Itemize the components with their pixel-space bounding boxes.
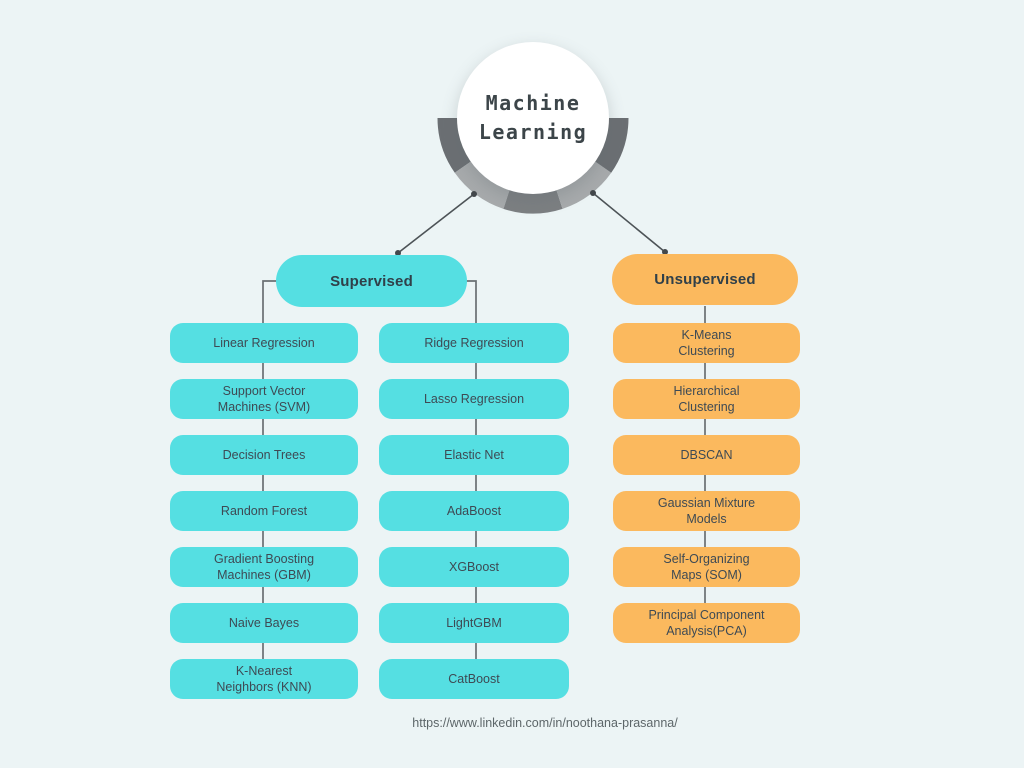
node-label: Support Vector Machines (SVM) <box>217 383 311 415</box>
connector-dot <box>590 190 596 196</box>
node-label: Linear Regression <box>213 335 315 350</box>
connector-hub-supervised <box>397 193 475 254</box>
node-k-means-clustering: K-Means Clustering <box>613 323 800 363</box>
node-label: Lasso Regression <box>423 391 525 406</box>
node-adaboost: AdaBoost <box>379 491 569 531</box>
node-label: K-Nearest Neighbors (KNN) <box>216 663 312 695</box>
node-principal-component-analysis: Principal Component Analysis(PCA) <box>613 603 800 643</box>
unsupervised-column: K-Means Clustering Hierarchical Clusteri… <box>613 323 800 643</box>
hub-circle: Machine Learning <box>457 42 609 194</box>
node-random-forest: Random Forest <box>170 491 358 531</box>
node-label: Hierarchical Clustering <box>673 383 740 415</box>
node-label: Principal Component Analysis(PCA) <box>648 607 765 639</box>
node-k-nearest-neighbors: K-Nearest Neighbors (KNN) <box>170 659 358 699</box>
branch-label-unsupervised: Unsupervised <box>654 271 756 288</box>
node-self-organizing-maps: Self-Organizing Maps (SOM) <box>613 547 800 587</box>
hub-branch-connectors <box>397 192 666 254</box>
hub-arc-segment <box>503 186 563 214</box>
node-label: Naive Bayes <box>228 615 300 630</box>
supervised-column-2: Ridge Regression Lasso Regression Elasti… <box>379 323 569 699</box>
node-lasso-regression: Lasso Regression <box>379 379 569 419</box>
node-label: DBSCAN <box>680 447 733 462</box>
node-decision-trees: Decision Trees <box>170 435 358 475</box>
node-hierarchical-clustering: Hierarchical Clustering <box>613 379 800 419</box>
node-label: K-Means Clustering <box>678 327 735 359</box>
branch-pill-unsupervised: Unsupervised <box>612 254 798 305</box>
branch-pill-supervised: Supervised <box>276 255 467 307</box>
node-catboost: CatBoost <box>379 659 569 699</box>
node-naive-bayes: Naive Bayes <box>170 603 358 643</box>
node-label: AdaBoost <box>446 503 502 518</box>
connector-dot <box>471 191 477 197</box>
node-gaussian-mixture-models: Gaussian Mixture Models <box>613 491 800 531</box>
connector-dot <box>395 250 401 256</box>
connector-dots <box>395 190 668 256</box>
spine-supervised-col2 <box>466 280 477 679</box>
node-xgboost: XGBoost <box>379 547 569 587</box>
hub-arc <box>437 117 629 214</box>
node-label: Gaussian Mixture Models <box>657 495 756 527</box>
node-ridge-regression: Ridge Regression <box>379 323 569 363</box>
hub-arc-segment <box>437 117 474 173</box>
node-elastic-net: Elastic Net <box>379 435 569 475</box>
node-label: Gradient Boosting Machines (GBM) <box>213 551 315 583</box>
spine-supervised-col1 <box>262 280 277 679</box>
node-label: Decision Trees <box>222 447 306 462</box>
node-support-vector-machines: Support Vector Machines (SVM) <box>170 379 358 419</box>
hub-arc-segment <box>592 117 629 173</box>
connector-dot <box>662 249 668 255</box>
node-label: Ridge Regression <box>424 335 524 350</box>
node-lightgbm: LightGBM <box>379 603 569 643</box>
connector-hub-unsupervised <box>592 192 666 253</box>
node-label: Random Forest <box>220 503 308 518</box>
node-label: Self-Organizing Maps (SOM) <box>663 551 750 583</box>
supervised-column-1: Linear Regression Support Vector Machine… <box>170 323 358 699</box>
node-label: LightGBM <box>446 615 502 630</box>
node-label: XGBoost <box>448 559 500 574</box>
node-gradient-boosting-machines: Gradient Boosting Machines (GBM) <box>170 547 358 587</box>
footer-url: https://www.linkedin.com/in/noothana-pra… <box>412 716 678 730</box>
hub-title: Machine Learning <box>478 91 588 144</box>
branch-label-supervised: Supervised <box>330 272 413 290</box>
hub-arc-segment <box>454 159 511 209</box>
node-dbscan: DBSCAN <box>613 435 800 475</box>
node-label: Elastic Net <box>444 447 504 462</box>
node-label: CatBoost <box>448 671 500 686</box>
hub-arc-segment <box>555 159 612 209</box>
node-linear-regression: Linear Regression <box>170 323 358 363</box>
